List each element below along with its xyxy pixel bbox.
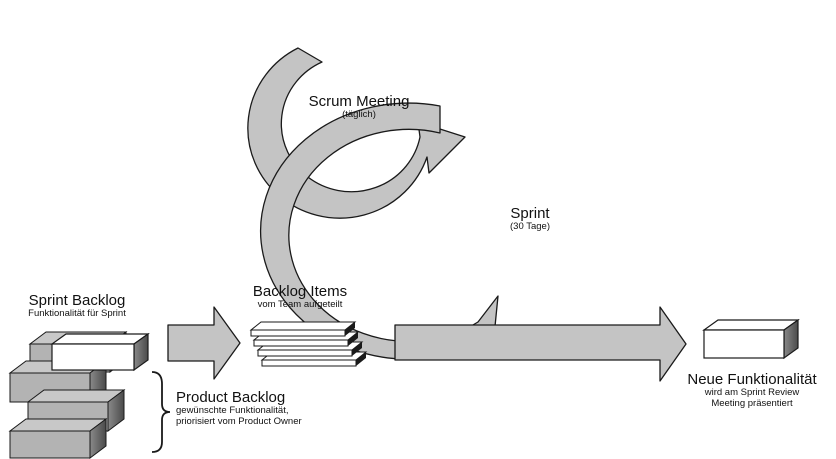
product-backlog-line2: priorisiert vom Product Owner [176,416,302,428]
sprint-backlog-block [50,332,150,372]
backlog-to-items-arrow [167,306,241,380]
backlog-items-stack [249,321,368,367]
new-functionality-line2: Meeting präsentiert [711,398,793,410]
new-functionality-title: Neue Funktionalität [687,371,817,388]
product-backlog-line1: gewünschte Funktionalität, [176,405,289,417]
backlog-items-title: Backlog Items [252,283,348,300]
scrum-meeting-title: Scrum Meeting [308,93,410,110]
sprint-backlog-subtitle: Funktionalität für Sprint [28,308,126,320]
sprint-loop-arrow [259,102,499,360]
sprint-backlog-label: Sprint Backlog Funktionalität für Sprint [2,292,152,320]
new-functionality-label: Neue Funktionalität wird am Sprint Revie… [672,371,832,410]
sprint-title: Sprint [510,205,550,222]
new-functionality-block [702,318,800,360]
sprint-label: Sprint (30 Tage) [480,205,580,233]
sprint-subtitle: (30 Tage) [510,221,550,233]
product-backlog-label: Product Backlog gewünschte Funktionalitä… [176,389,302,428]
product-backlog-title: Product Backlog [176,389,286,406]
main-flow-arrow [394,306,687,382]
backlog-items-label: Backlog Items vom Team aufgeteilt [230,283,370,311]
backlog-items-subtitle: vom Team aufgeteilt [257,299,343,311]
scrum-meeting-label: Scrum Meeting (täglich) [294,93,424,121]
scrum-meeting-subtitle: (täglich) [342,109,376,121]
product-backlog-brace [151,371,171,453]
sprint-backlog-title: Sprint Backlog [28,292,126,309]
new-functionality-line1: wird am Sprint Review [704,387,800,399]
